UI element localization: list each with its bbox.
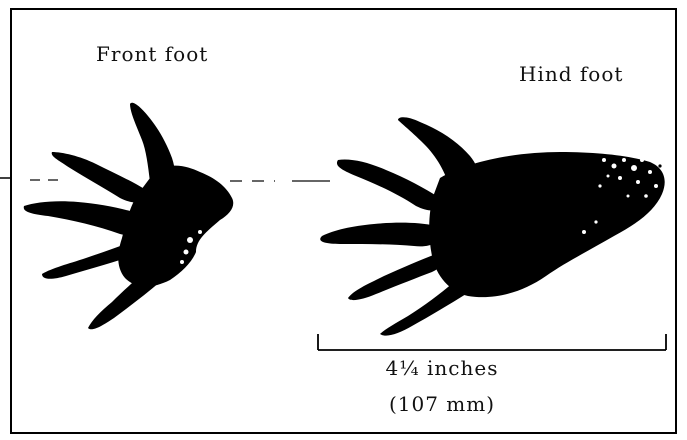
measurement-inches-label: 4¼ inches [372,356,512,380]
measurement-bracket [318,334,666,350]
measurement-mm-label: (107 mm) [372,392,512,416]
hind-foot-label: Hind foot [519,62,623,86]
hind-foot-print [320,117,664,335]
front-foot-label: Front foot [96,42,208,66]
front-foot-print [24,103,234,330]
